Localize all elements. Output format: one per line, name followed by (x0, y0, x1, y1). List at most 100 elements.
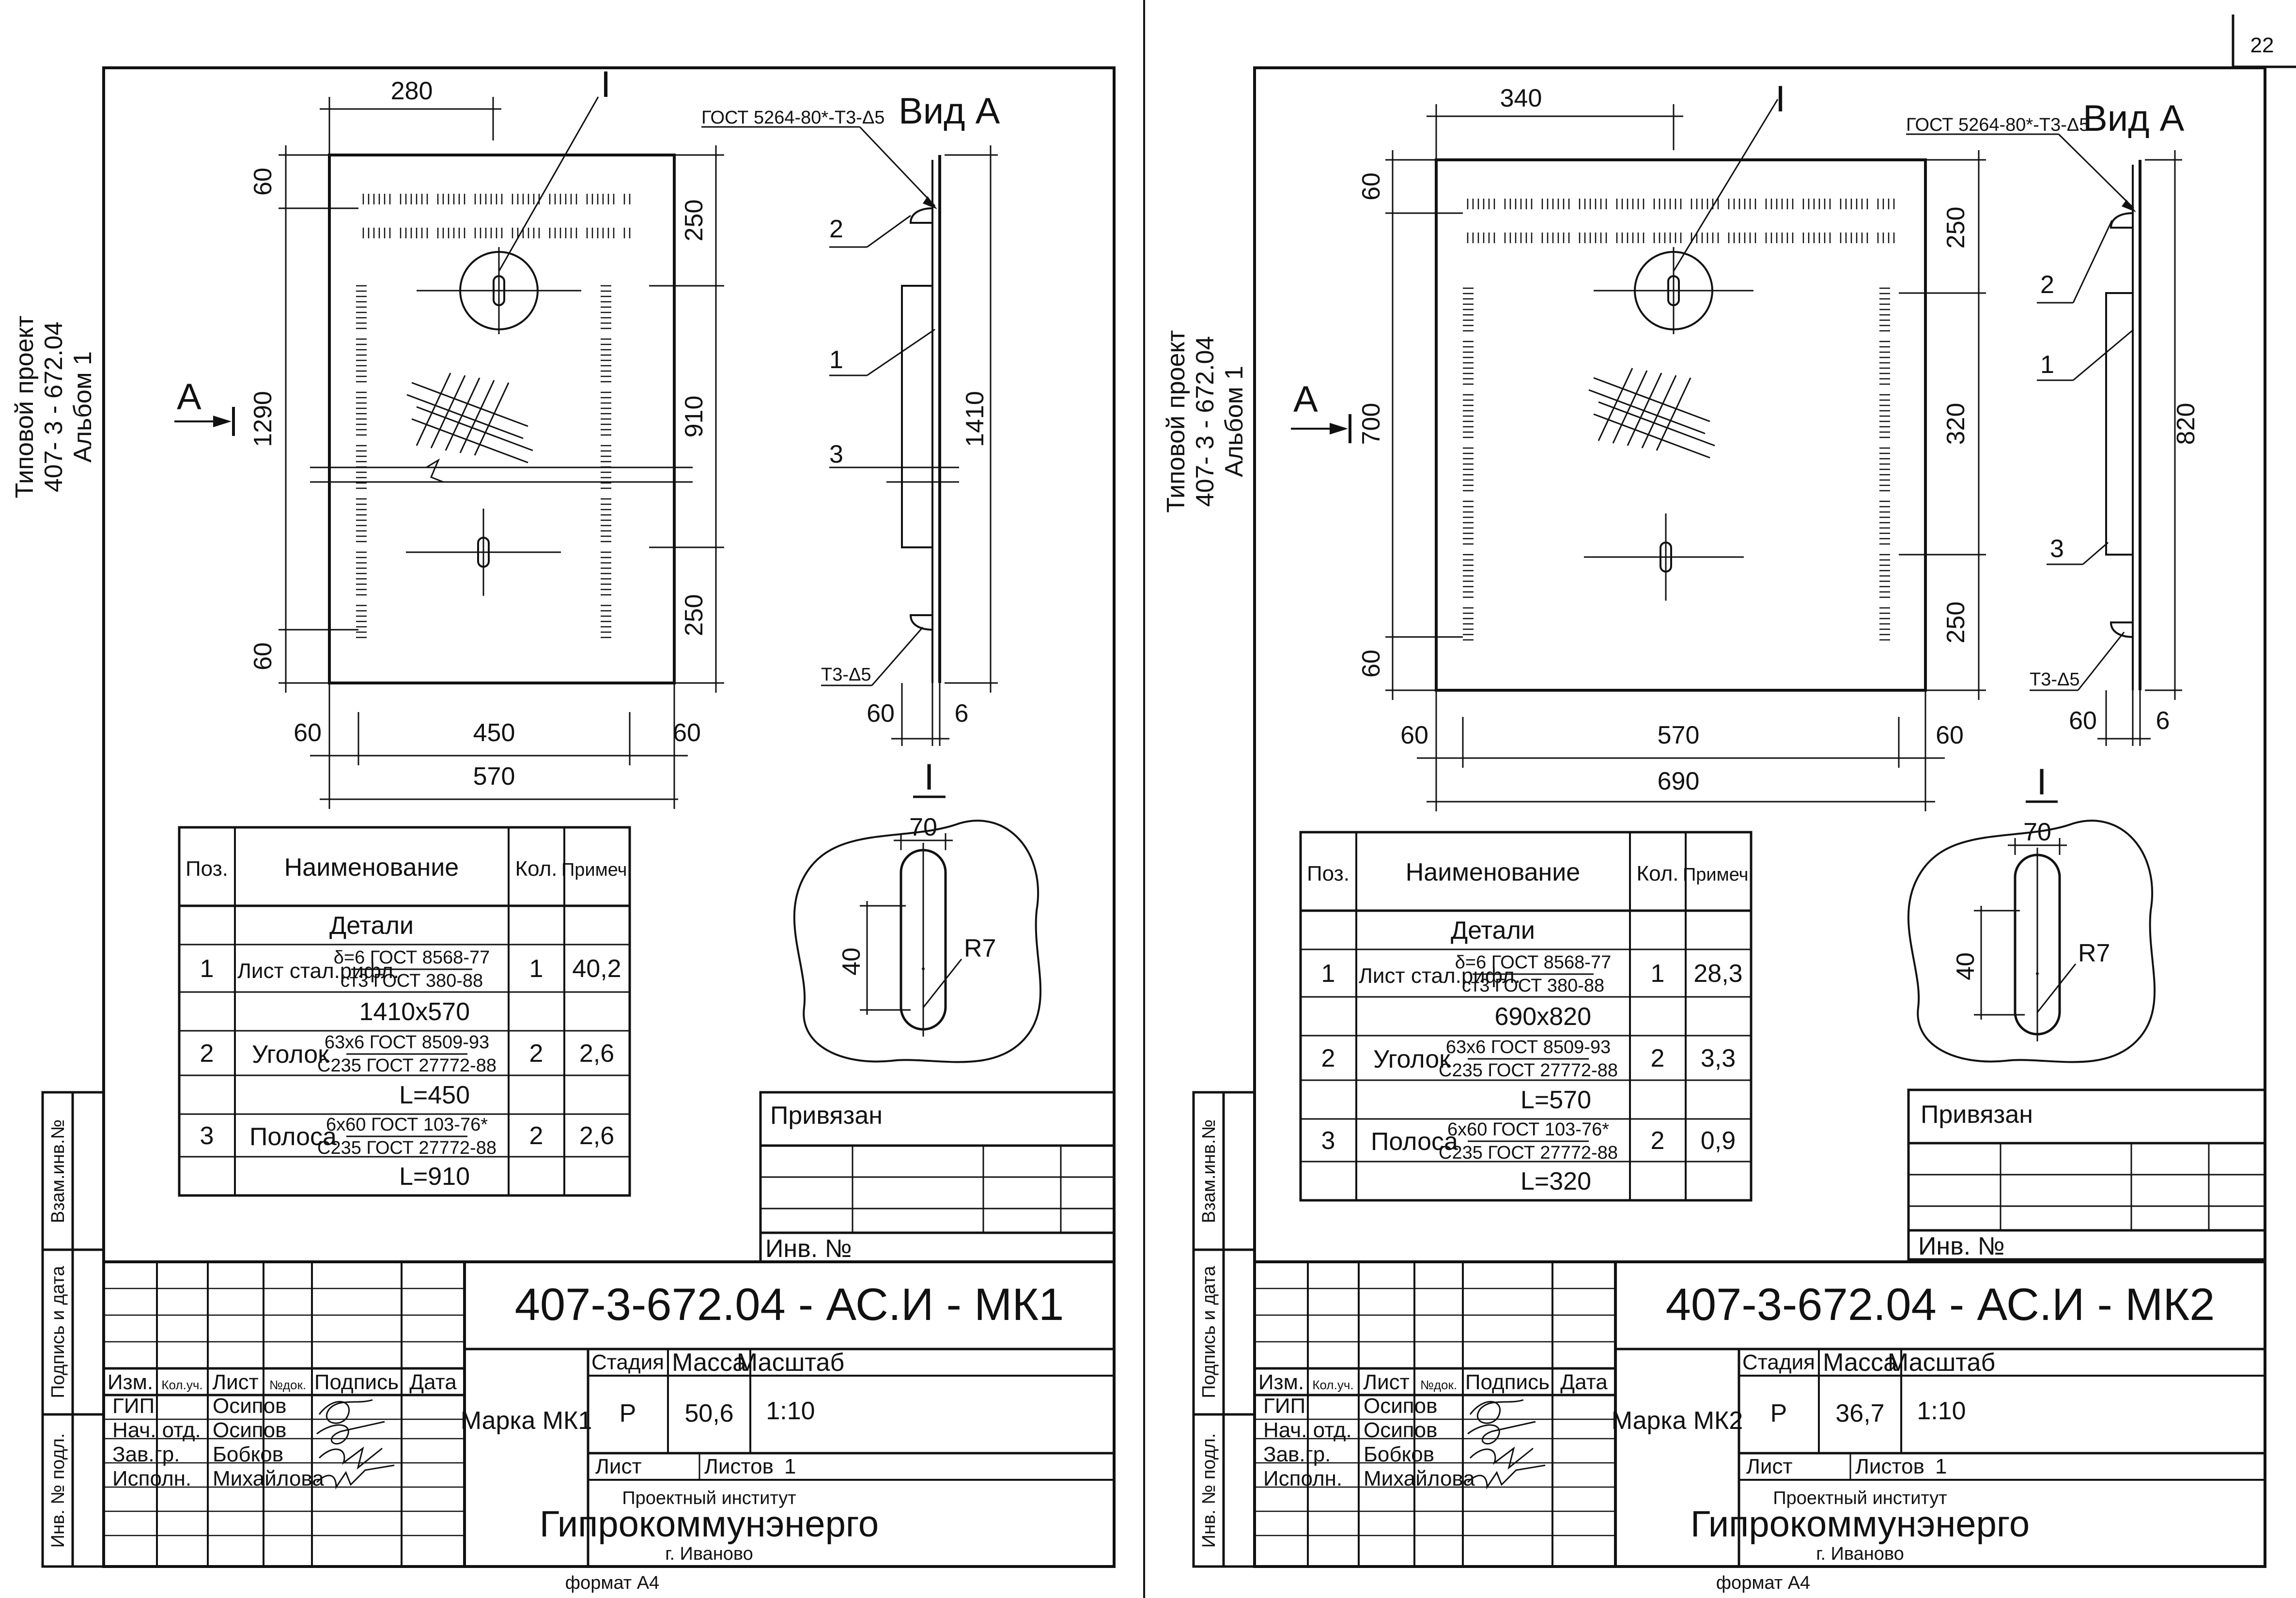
drawing-label: 40 (1952, 952, 1980, 980)
plate-dimensions: 280 60 1290 60 250 910 250 (249, 77, 724, 809)
drawing-label: Вид А (899, 91, 1000, 132)
stamp-text: ГИП (112, 1394, 155, 1418)
stamp-text: Дата (1560, 1370, 1608, 1394)
stamp-text: Дата (409, 1370, 457, 1394)
drawing-label: 280 (391, 77, 433, 105)
drawing-label: 40 (838, 947, 866, 976)
drawing-label: 3 (829, 440, 843, 468)
stamp-text: 690х820 (1494, 1003, 1591, 1031)
side-view-a: Вид А ГОСТ 5264-80*-Т3-Δ5 820 2 1 3 Т3-Δ… (1906, 98, 2200, 803)
stamp-text: 40,2 (572, 955, 621, 983)
stamp-line (1299, 831, 1753, 1202)
drawing-label: Вид А (2083, 98, 2185, 139)
stamp-text: С235 ГОСТ 27772-88 (317, 1138, 496, 1158)
stamp-text: ГИП (1263, 1394, 1305, 1418)
stamp-text: Марка МК1 (461, 1407, 592, 1435)
stamp-text: L=450 (399, 1081, 470, 1109)
drawing-label: Взам.инв.№ (48, 1119, 68, 1223)
page-number-box: 22 (2232, 15, 2296, 68)
stamp-text: Михайлова (213, 1467, 324, 1490)
stamp-text: Стадия (591, 1350, 664, 1374)
drawing-label: 6 (2156, 707, 2170, 735)
drawing-label: 1410 (961, 391, 989, 447)
stamp-text: Наименование (1406, 858, 1580, 886)
stamp-text: 2,6 (579, 1039, 614, 1068)
stamp-text: №док. (1420, 1378, 1457, 1392)
stamp-text: 28,3 (1693, 960, 1742, 988)
drawing-label: 1 (829, 346, 843, 374)
stamp-text: 1:10 (766, 1397, 815, 1425)
stamp-text: Бобков (1364, 1443, 1434, 1466)
stamp-text: L=910 (399, 1163, 470, 1191)
drawing-label: 250 (1942, 602, 1970, 644)
stamp-text: 6х60 ГОСТ 103-76* (326, 1115, 488, 1135)
drawing-label: 70 (2023, 818, 2051, 846)
stamp-text: Уголок (252, 1040, 329, 1069)
drawing-label: 450 (473, 719, 515, 747)
stamp-text: Примеч. (561, 860, 632, 880)
stamp-text: формат А4 (1716, 1573, 1810, 1593)
stamp-text: 3,3 (1701, 1044, 1736, 1072)
stamp-text: Примеч. (1683, 865, 1753, 885)
stamp-text: L=570 (1520, 1086, 1591, 1114)
drawing-label: A (1293, 379, 1318, 420)
detail-i: 70 40 R7 (793, 813, 1042, 1063)
drawing-label: ГОСТ 5264-80*-Т3-Δ5 (1906, 115, 2089, 135)
drawing-label: 1 (2040, 351, 2054, 379)
stamp-text: Масса (672, 1349, 746, 1377)
drawing-label: 60 (1357, 650, 1385, 678)
stamp-text: Гипрокоммунэнерго (1691, 1504, 2030, 1545)
sheet-frame (102, 66, 1116, 1568)
stamp-line (316, 1399, 395, 1489)
side-stamp: Взам.инв.№ Подпись и дата Инв. № подл. (1192, 1091, 1256, 1568)
stamp-text: δ=6 ГОСТ 8568-77 (1455, 952, 1611, 973)
page-number: 22 (2250, 33, 2274, 57)
stamp-line (1467, 1399, 1546, 1489)
stamp-text: Подпись (1465, 1370, 1550, 1394)
drawing-label: 60 (294, 719, 322, 747)
drawing-label: Типовой проект (1162, 330, 1190, 512)
stamp-text: 1 (1321, 960, 1335, 988)
drawing-label: 570 (473, 762, 515, 791)
drawing-label: R7 (964, 934, 996, 962)
stamp-text: Проектный институт (622, 1488, 796, 1508)
stamp-text: 1:10 (1917, 1397, 1966, 1425)
drawing-label: ГОСТ 5264-80*-Т3-Δ5 (701, 108, 884, 128)
stamp-text: Кол.уч. (161, 1378, 202, 1392)
stamp-text: Лист стал.рифл. (237, 959, 399, 983)
sheet-frame (1253, 66, 2266, 1568)
stamp-text: С235 ГОСТ 27772-88 (317, 1055, 496, 1076)
stamp-text: Поз. (1307, 862, 1350, 885)
stamp-text: Подпись (314, 1370, 399, 1394)
drawing-label: 70 (909, 813, 937, 841)
drawing-label: 250 (1942, 207, 1970, 249)
drawing-label: 6 (955, 699, 969, 728)
stamp-text: Осипов (213, 1394, 286, 1418)
stamp-text: Масштаб (737, 1349, 844, 1377)
stamp-text: 407-3-672.04 - АС.И - МК2 (1666, 1279, 2215, 1330)
drawing-label: Привязан (1921, 1101, 2033, 1129)
stamp-text: Нач. отд. (1263, 1418, 1352, 1442)
stamp-text: С235 ГОСТ 27772-88 (1439, 1143, 1618, 1163)
drawing-label: 340 (1500, 84, 1542, 112)
stamp-text: Лист (595, 1455, 642, 1478)
stamp-text: Листов (1855, 1455, 1924, 1478)
stamp-text: 2 (1651, 1127, 1665, 1155)
drawing-label: 60 (249, 642, 277, 670)
drawing-label: 910 (680, 396, 708, 438)
privyazan-stamp: Привязан Инв. № (1907, 1088, 2266, 1261)
stamp-text: Осипов (213, 1418, 286, 1442)
drawing-label: 250 (680, 594, 708, 636)
sheet-mk2: Типовой проект 407- 3 - 672.04 Альбом 1 … (1162, 66, 2266, 1593)
plate-plan: I A (1291, 78, 1927, 692)
stamp-text: 2 (200, 1039, 214, 1068)
stamp-text: L=320 (1520, 1167, 1591, 1195)
stamp-text: Лист (1363, 1370, 1410, 1394)
stamp-text: 2 (1651, 1044, 1665, 1072)
drawing-label: Инв. № (1918, 1232, 2004, 1260)
drawing-label: 2 (2040, 271, 2054, 299)
stamp-text: ст3 ГОСТ 380-88 (1462, 976, 1604, 996)
stamp-text: Р (1770, 1399, 1787, 1427)
